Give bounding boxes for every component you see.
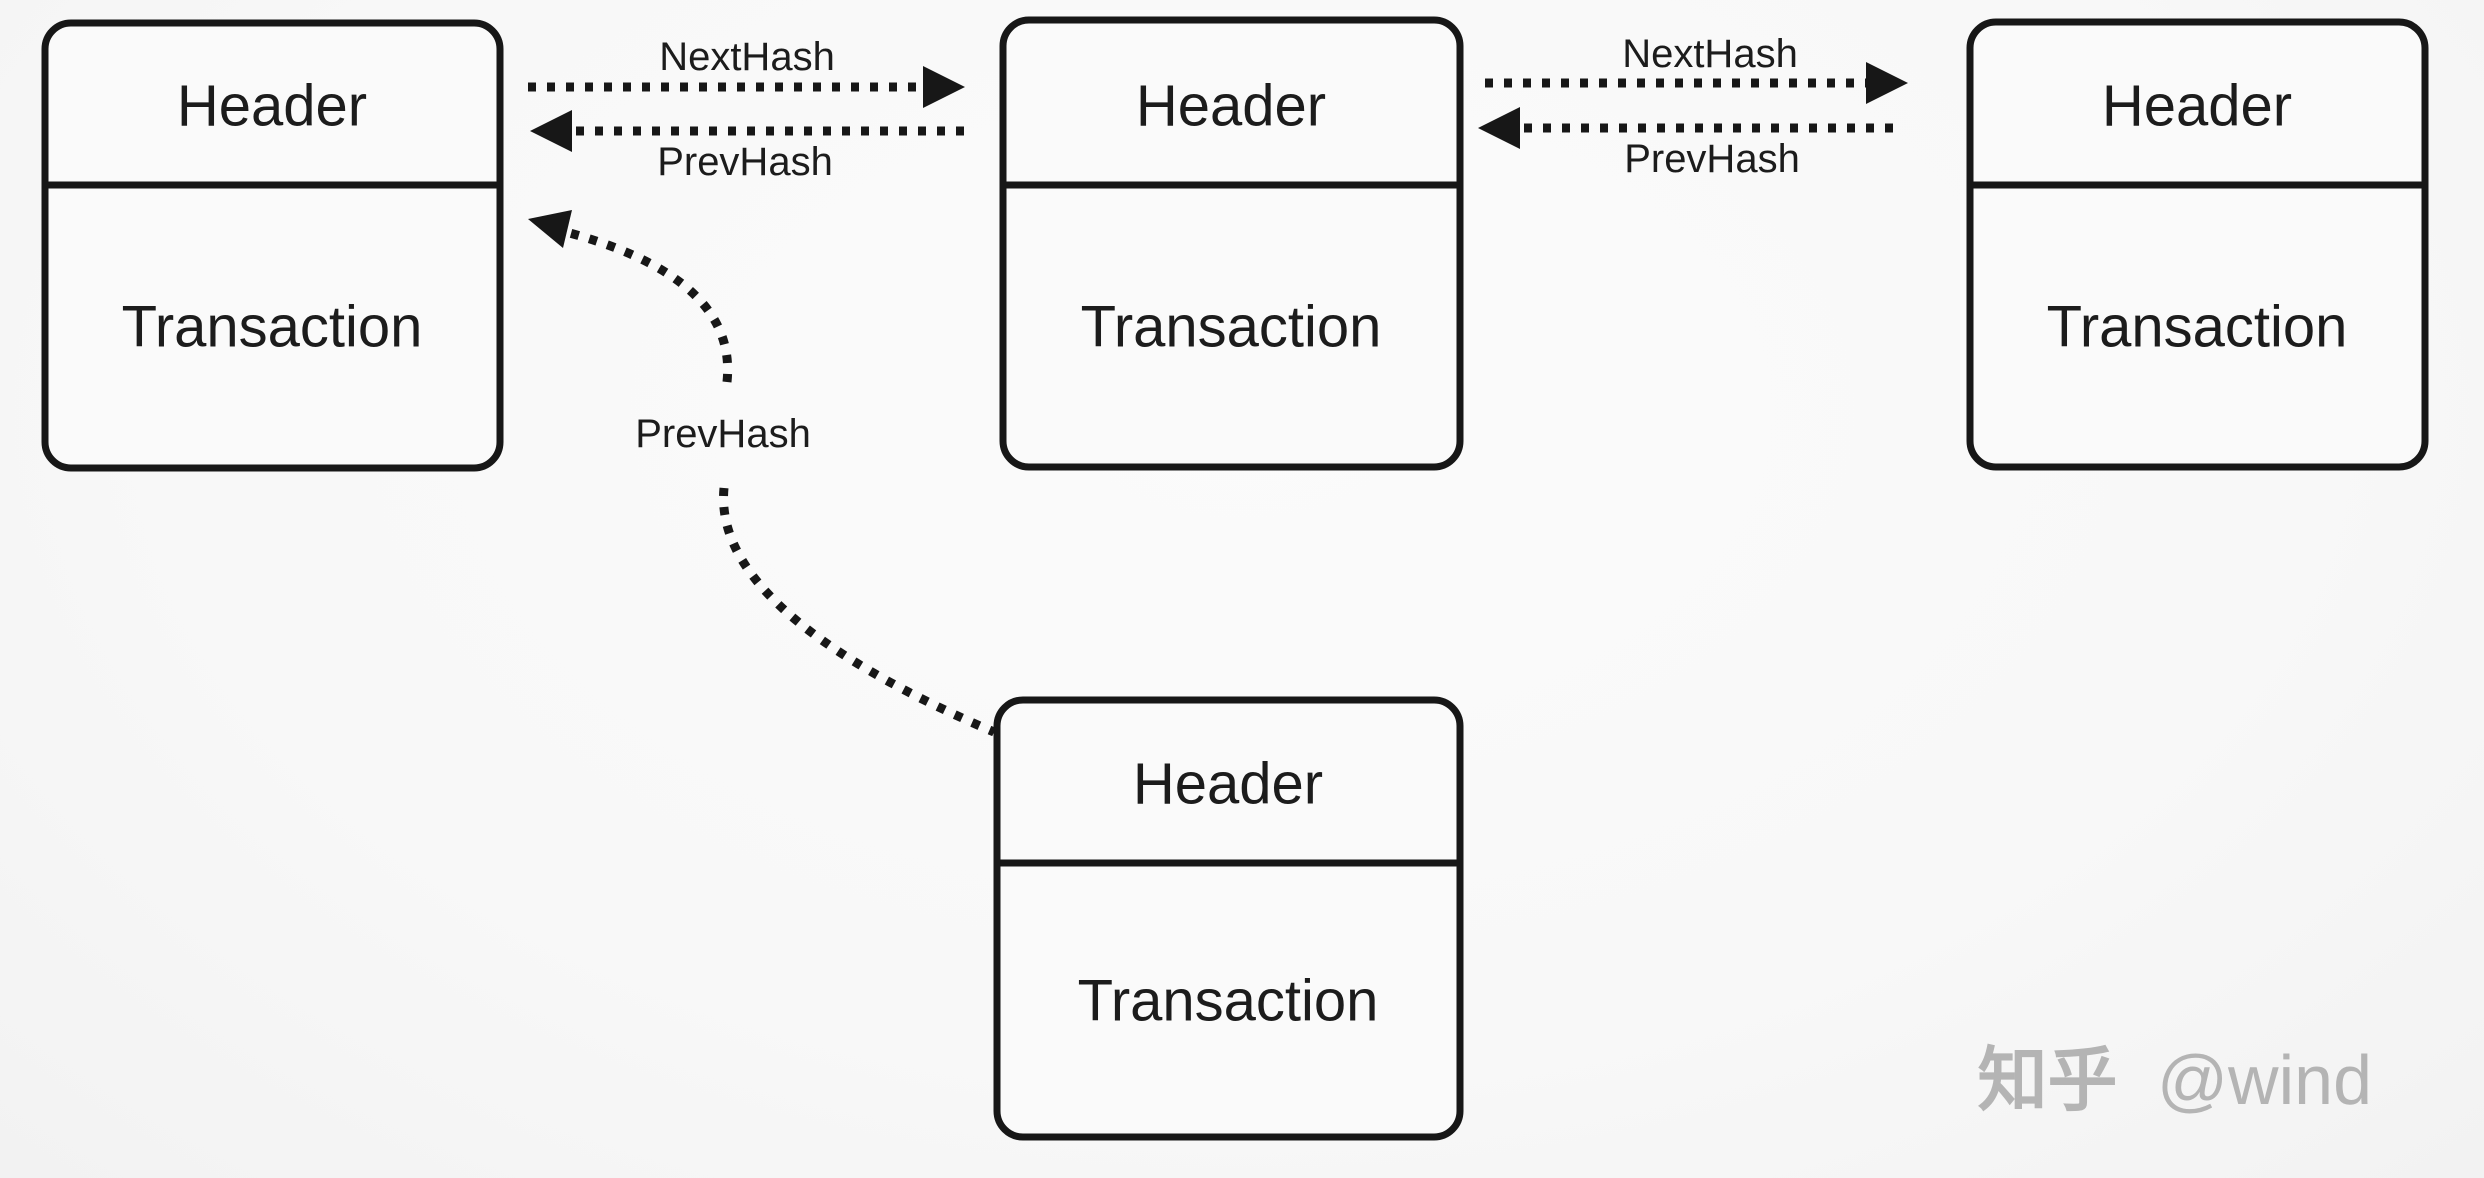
arrow-prevhash-2-1: PrevHash — [530, 110, 975, 184]
arrow-prevhash-4-1: PrevHash — [528, 210, 996, 737]
block-2-outline — [999, 16, 1464, 471]
block-4-transaction-label: Transaction — [1078, 969, 1379, 1034]
block-1: Header Transaction — [41, 19, 504, 472]
block-4-header-label: Header — [1133, 752, 1323, 817]
arrow-nexthash-2-3: NextHash — [1485, 32, 1908, 104]
block-1-outline — [41, 19, 504, 472]
watermark-zhihu-wind: 知乎 @wind — [1978, 1041, 2372, 1119]
nexthash-label-1-2: NextHash — [659, 35, 835, 79]
prevhash-curve-lower — [719, 487, 996, 737]
prevhash-curve-upper — [564, 227, 733, 383]
watermark-handle: @wind — [2157, 1041, 2372, 1119]
left-arrowhead-icon — [528, 210, 572, 248]
block-3: Header Transaction — [1966, 18, 2429, 471]
prevhash-label-3-2: PrevHash — [1624, 137, 1800, 181]
right-arrowhead-icon — [1866, 62, 1908, 104]
block-3-transaction-label: Transaction — [2047, 295, 2348, 360]
left-arrowhead-icon — [1478, 107, 1520, 149]
nexthash-label-2-3: NextHash — [1622, 32, 1798, 76]
prevhash-label-2-1: PrevHash — [657, 140, 833, 184]
block-1-transaction-label: Transaction — [122, 295, 423, 360]
block-1-header-label: Header — [177, 74, 367, 139]
arrow-prevhash-3-2: PrevHash — [1478, 107, 1897, 181]
arrow-nexthash-1-2: NextHash — [528, 35, 965, 108]
left-arrowhead-icon — [530, 110, 572, 152]
prevhash-label-4-1: PrevHash — [635, 412, 811, 456]
watermark-brand: 知乎 — [1978, 1041, 2118, 1119]
block-4-outline — [993, 696, 1464, 1141]
block-2: Header Transaction — [999, 16, 1464, 471]
block-2-header-label: Header — [1136, 74, 1326, 139]
right-arrowhead-icon — [923, 66, 965, 108]
block-2-transaction-label: Transaction — [1081, 295, 1382, 360]
block-3-header-label: Header — [2102, 74, 2292, 139]
block-4: Header Transaction — [993, 696, 1464, 1141]
block-3-outline — [1966, 18, 2429, 471]
